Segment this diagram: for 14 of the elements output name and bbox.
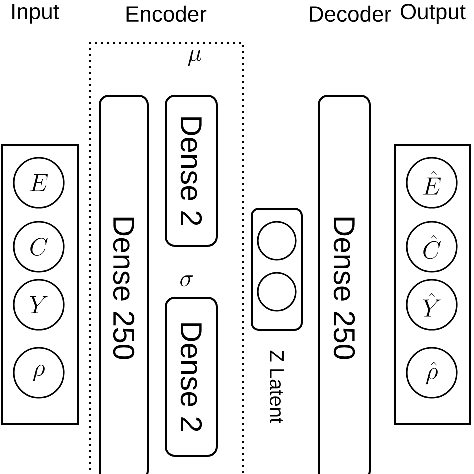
heading: Input [12, 4, 60, 24]
dense-layer-box: Dense 250 [99, 95, 149, 474]
dense-layer-box: Dense 2 [165, 297, 218, 457]
dense-layer-box: Dense 2 [165, 95, 218, 247]
heading: Encoder [126, 6, 207, 22]
latent-label: Z Latent [270, 350, 284, 424]
symbol-label: $\sigma$ [180, 276, 194, 287]
symbol-label: $\mu$ [188, 50, 202, 66]
latent-circle [257, 221, 297, 261]
heading: Decoder [310, 6, 392, 22]
input-output-box [1, 144, 79, 425]
input-output-box [394, 144, 471, 425]
dense-layer-box: Dense 250 [318, 95, 371, 474]
latent-circle [257, 272, 297, 312]
